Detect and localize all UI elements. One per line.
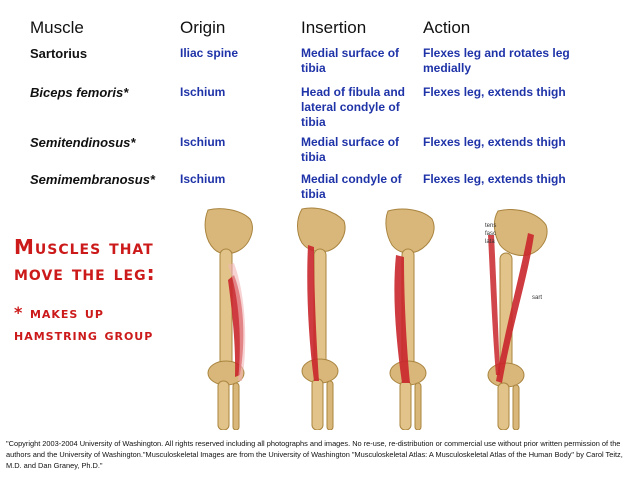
caption-title: Muscles that move the leg: [14, 234, 156, 286]
row-semitendinosus-insertion: Medial surface of tibia [301, 135, 400, 164]
tibia-bone [311, 378, 324, 430]
row-semimembranosus-action: Flexes leg, extends thigh [423, 172, 566, 186]
row-sartorius-origin: Iliac spine [180, 46, 239, 60]
caption-title-line2: move the leg: [14, 261, 156, 285]
label-fasc: fasc [485, 231, 496, 237]
semitendinosus-muscle [307, 245, 319, 381]
row-biceps-femoris-muscle: Biceps femoris* [30, 85, 129, 100]
row-sartorius-insertion: Medial surface of tibia [301, 46, 400, 75]
row-biceps-femoris-origin: Ischium [180, 85, 226, 99]
header-insertion: Insertion [301, 18, 367, 37]
leg-figure-semimembranosus [385, 208, 435, 430]
fibula-bone [232, 382, 240, 430]
fibula-bone [414, 382, 422, 430]
leg-figure-sartorius: tens fasc lata sart [485, 209, 548, 430]
tibia-bone [217, 380, 230, 430]
row-semitendinosus-muscle: Semitendinosus* [30, 135, 136, 150]
muscle-sheath [228, 263, 246, 381]
tibia-bone [497, 382, 510, 430]
fibula-bone [512, 384, 520, 430]
semimembranosus-muscle [394, 255, 410, 383]
label-tens: tens [485, 223, 496, 229]
pelvis-bone [204, 208, 253, 255]
caption-note-line2: hamstring group [14, 325, 154, 344]
fibula-bone [326, 380, 334, 430]
row-semimembranosus-muscle: Semimembranosus* [30, 172, 155, 187]
copyright-notice: "Copyright 2003-2004 University of Washi… [6, 439, 623, 470]
caption-note: * makes up hamstring group [14, 302, 153, 346]
tensor-fasciae-latae-muscle [488, 235, 500, 375]
row-biceps-femoris-action: Flexes leg, extends thigh [423, 85, 566, 99]
leg-figure-biceps-femoris [204, 208, 253, 430]
header-muscle: Muscle [30, 18, 84, 37]
leg-figure-semitendinosus [297, 207, 346, 430]
row-sartorius-muscle: Sartorius [30, 46, 88, 61]
pelvis-bone [493, 209, 548, 256]
header-origin: Origin [180, 18, 226, 37]
caption-title-line1: Muscles that [14, 235, 154, 259]
label-sart: sart [532, 295, 542, 301]
label-lata: lata [485, 239, 495, 245]
caption-note-line1: * makes up [14, 303, 104, 322]
row-biceps-femoris-insertion: Head of fibula and lateral condyle of ti… [301, 85, 406, 129]
row-semitendinosus-origin: Ischium [180, 135, 226, 149]
row-semitendinosus-action: Flexes leg, extends thigh [423, 135, 566, 149]
header-action: Action [423, 18, 471, 37]
sartorius-muscle [496, 233, 534, 383]
row-sartorius-action: Flexes leg and rotates leg medially [423, 46, 570, 75]
pelvis-bone [297, 207, 346, 253]
tibia-bone [399, 380, 412, 430]
row-semimembranosus-insertion: Medial condyle of tibia [301, 172, 402, 201]
pelvis-bone [385, 208, 435, 254]
row-semimembranosus-origin: Ischium [180, 172, 226, 186]
